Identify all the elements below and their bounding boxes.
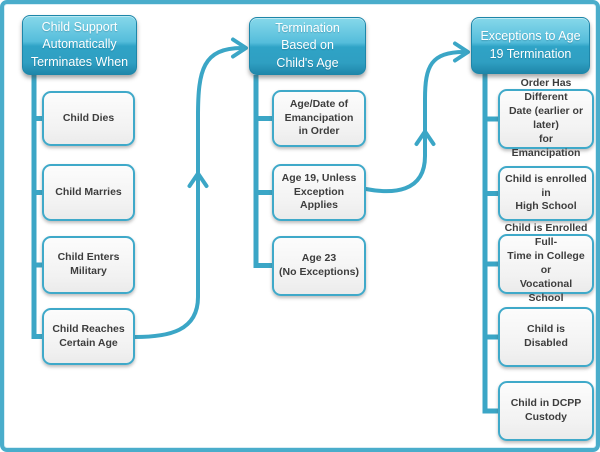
header-label: Exceptions to Age 19 Termination [480,29,581,61]
spine-age19-exceptions [482,74,498,414]
spine-terminates-when [31,75,42,339]
node-label: Order Has Different Date (earlier or lat… [508,77,584,159]
node-age-19-unless-exception: Age 19, Unless Exception Applies [272,164,366,221]
header-terminates-when: Child Support Automatically Terminates W… [22,15,137,75]
arrowhead-end-right-icon [453,41,470,63]
header-label: Termination Based on Child's Age [275,21,340,70]
node-child-dies: Child Dies [42,91,135,146]
node-age-date-emancipation: Age/Date of Emancipation in Order [272,90,366,147]
node-enrolled-college-vocational: Child is Enrolled Full- Time in College … [498,222,594,304]
node-child-enters-military: Child Enters Military [42,236,135,294]
node-label: Child is enrolled in High School [505,172,587,213]
spine-termination-by-age [253,75,272,268]
node-order-different-date: Order Has Different Date (earlier or lat… [498,77,594,159]
node-label: Child is Enrolled Full- Time in College … [504,222,588,304]
arrow-to-termination-by-age [133,37,248,339]
node-label: Child Reaches Certain Age [52,322,125,349]
node-child-disabled: Child is Disabled [498,307,594,367]
node-child-marries: Child Marries [42,164,135,221]
node-label: Age/Date of Emancipation in Order [284,97,354,138]
header-termination-by-age: Termination Based on Child's Age [249,17,366,75]
node-label: Child Marries [55,185,122,198]
node-label: Age 19, Unless Exception Applies [281,171,357,212]
node-label: Child Dies [62,111,115,124]
header-label: Child Support Automatically Terminates W… [30,20,129,69]
node-enrolled-high-school: Child is enrolled in High School [498,166,594,221]
arrowhead-mid-up-icon [414,129,436,146]
node-label: Child in DCPP Custody [510,397,582,423]
node-label: Child is Disabled [524,323,568,349]
node-child-dcpp-custody: Child in DCPP Custody [498,381,594,441]
node-age-23-no-exceptions: Age 23 (No Exceptions) [272,236,366,296]
header-age19-exceptions: Exceptions to Age 19 Termination [471,17,590,74]
arrow-to-age19-exceptions [364,41,470,194]
node-child-reaches-certain-age: Child Reaches Certain Age [42,308,135,365]
arrowhead-end-right-icon [231,37,248,59]
node-label: Age 23 (No Exceptions) [279,252,359,278]
node-label: Child Enters Military [57,251,120,277]
arrowhead-mid-up-icon [187,171,209,188]
